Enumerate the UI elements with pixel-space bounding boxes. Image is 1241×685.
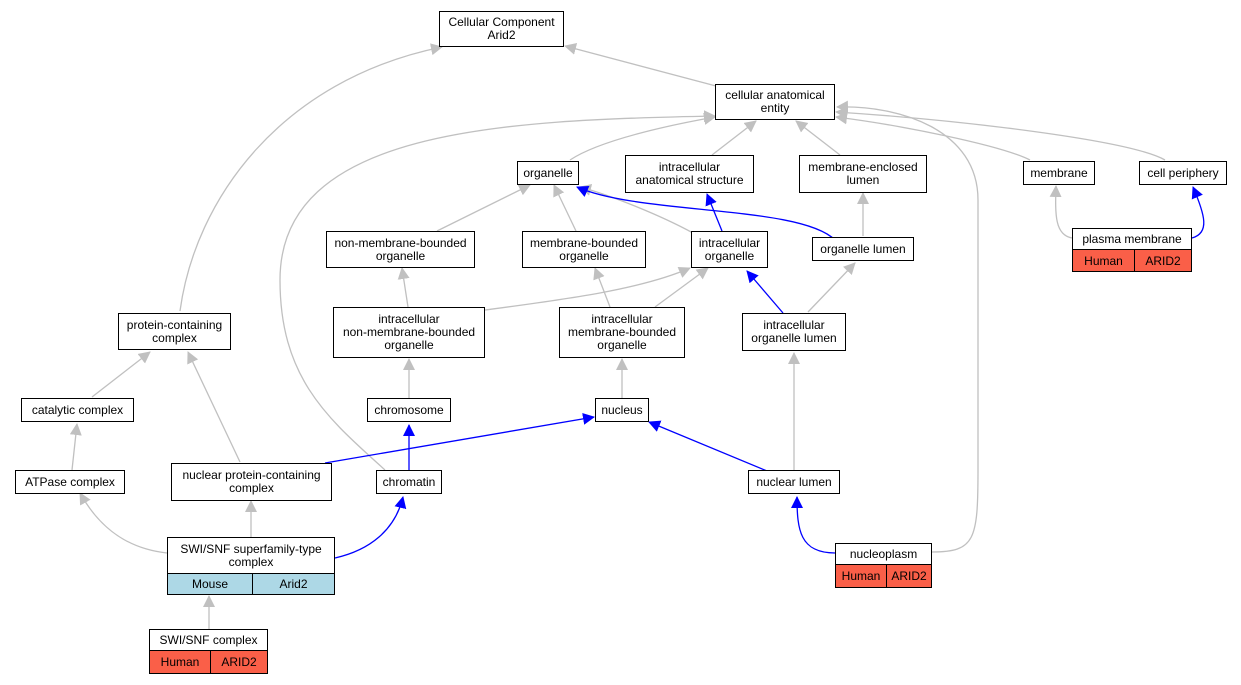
node-plasma-membrane[interactable]: plasma membrane Human ARID2 [1072,228,1192,272]
node-plasma-membrane-label: plasma membrane [1073,229,1191,250]
node-protein-containing-complex[interactable]: protein-containing complex [118,313,231,350]
edge-mem-cae [835,112,1031,161]
edge-imbo-io [654,267,709,308]
node-catalytic-complex[interactable]: catalytic complex [21,398,134,422]
node-intracellular-organelle-lumen[interactable]: intracellular organelle lumen [742,313,846,351]
node-membrane-bounded-organelle[interactable]: membrane-bounded organelle [522,231,646,268]
gene-cell-arid2: ARID2 [1134,250,1191,271]
node-swi-snf-superfamily-type-complex-label: SWI/SNF superfamily-type complex [168,538,334,574]
edge-nl-nuc [648,420,768,472]
species-cell-human: Human [1073,250,1134,271]
edge-iol-ol [807,262,856,313]
edge-inmbo-nmbo [397,267,410,308]
node-intracellular-non-membrane-bounded-organelle[interactable]: intracellular non-membrane-bounded organ… [333,307,485,358]
edge-npcc-pcc [187,351,241,463]
node-non-membrane-bounded-organelle[interactable]: non-membrane-bounded organelle [326,231,475,268]
node-intracellular-organelle[interactable]: intracellular organelle [691,231,768,268]
edge-atp-catc [69,423,82,471]
edge-inmbo-io [484,266,691,311]
edge-npcc-nuc [324,412,595,464]
edge-mel-cae [795,120,841,156]
gene-cell-arid2: ARID2 [886,565,931,587]
edge-io-ias [705,193,723,232]
edge-cae-cc [564,43,717,87]
node-organelle-lumen[interactable]: organelle lumen [812,237,914,261]
node-chromosome[interactable]: chromosome [367,398,451,422]
edge-iol-io [746,270,784,314]
edge-imbo-mbo [593,267,611,308]
gene-cell-arid2: Arid2 [252,574,334,594]
edge-pm-mem [1049,185,1073,239]
node-chromatin[interactable]: chromatin [376,470,442,494]
edge-cp-cae [835,106,1166,161]
node-nuclear-protein-containing-complex[interactable]: nuclear protein-containing complex [171,463,332,501]
edge-nmbo-org [436,184,531,232]
edge-io-org [579,184,694,234]
node-swi-snf-superfamily-type-complex[interactable]: SWI/SNF superfamily-type complex Mouse A… [167,537,335,595]
node-intracellular-membrane-bounded-organelle[interactable]: intracellular membrane-bounded organelle [559,307,685,358]
species-cell-human: Human [836,565,886,587]
gene-cell-arid2: ARID2 [210,651,267,673]
node-nuclear-lumen[interactable]: nuclear lumen [748,470,840,494]
edge-pm-cp [1191,186,1205,239]
edge-ias-cae [711,120,757,156]
edge-swisf-chromatin [334,496,407,559]
edge-chromatin-cae [279,110,716,471]
edge-pcc-cc [179,43,443,312]
node-cell-periphery[interactable]: cell periphery [1139,161,1227,185]
edge-np-cae [836,100,979,553]
edge-ol-org [576,185,836,241]
node-membrane-enclosed-lumen[interactable]: membrane-enclosed lumen [799,155,927,193]
node-cellular-anatomical-entity[interactable]: cellular anatomical entity [715,84,835,120]
node-cellular-component[interactable]: Cellular Component Arid2 [439,11,564,47]
edge-np-nl [791,496,836,554]
node-atpase-complex[interactable]: ATPase complex [15,470,125,494]
node-swi-snf-complex[interactable]: SWI/SNF complex Human ARID2 [149,629,268,674]
node-intracellular-anatomical-structure[interactable]: intracellular anatomical structure [625,155,754,193]
node-membrane[interactable]: membrane [1023,161,1095,185]
edge-mbo-org [553,184,577,232]
edge-swisf-atp [79,492,168,554]
node-nucleoplasm-label: nucleoplasm [836,544,931,565]
node-organelle[interactable]: organelle [517,161,579,185]
edge-org-cae [569,113,716,161]
species-cell-human: Human [150,651,210,673]
node-swi-snf-complex-label: SWI/SNF complex [150,630,267,651]
edge-catc-pcc [91,351,151,398]
node-nucleoplasm[interactable]: nucleoplasm Human ARID2 [835,543,932,588]
species-cell-mouse: Mouse [168,574,252,594]
node-nucleus[interactable]: nucleus [595,398,649,422]
